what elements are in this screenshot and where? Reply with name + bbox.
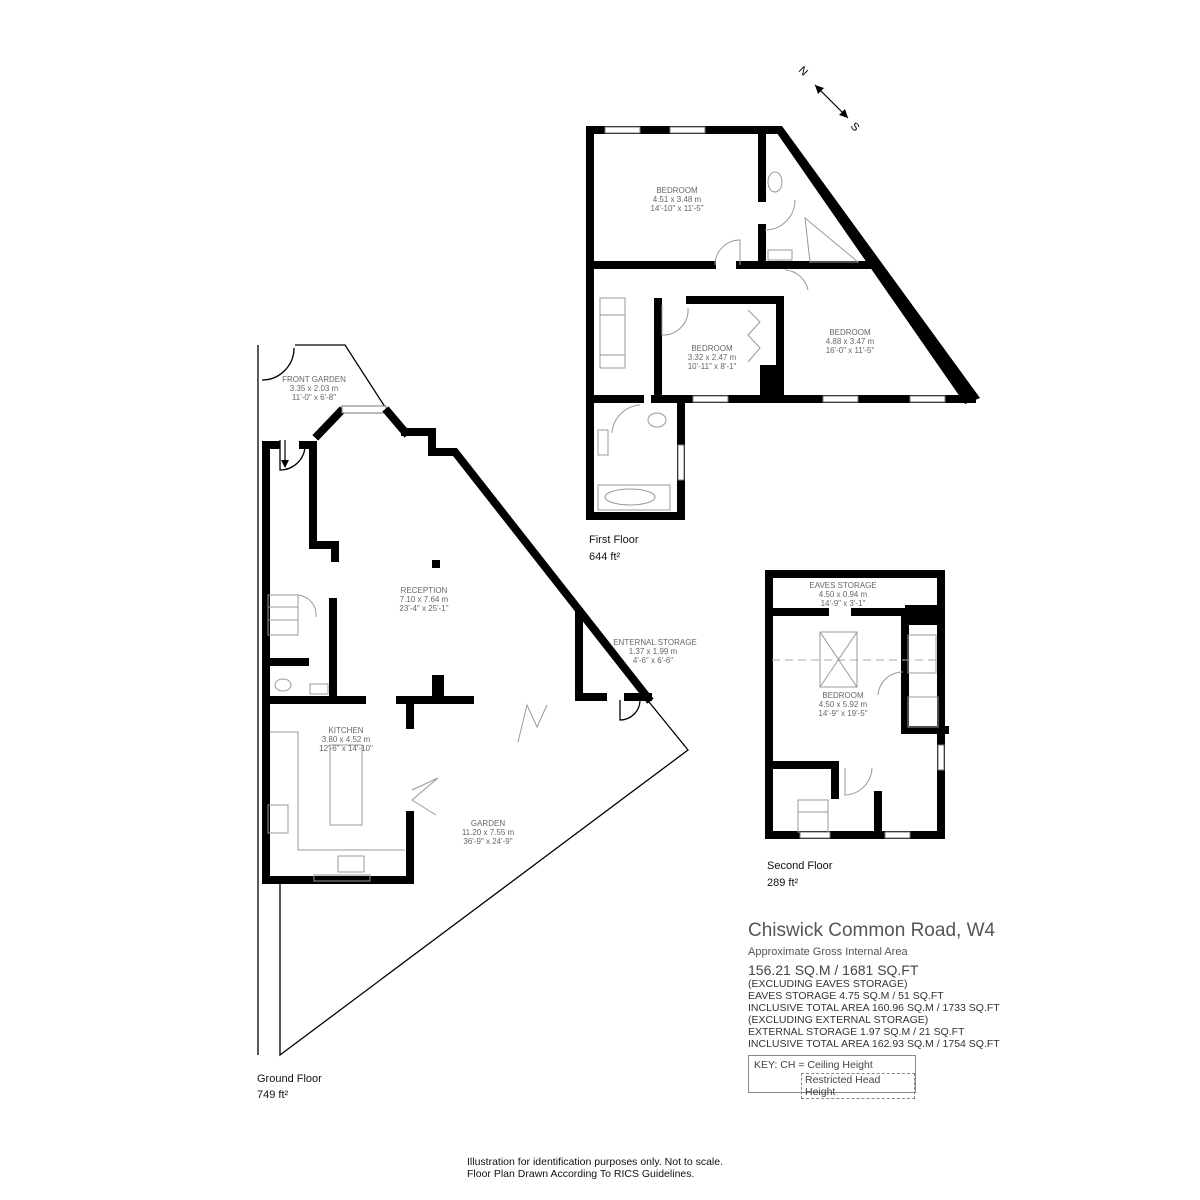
key-box: KEY: CH = Ceiling Height Restricted Head…	[748, 1055, 916, 1099]
svg-text:36'-9" x 24'-9": 36'-9" x 24'-9"	[463, 837, 512, 846]
second-floor-plan: EAVES STORAGE 4.50 x 0.94 m 14'-9" x 3'-…	[765, 570, 949, 889]
second-floor-area: 289 ft²	[767, 877, 799, 889]
svg-text:4.50 x 0.94 m: 4.50 x 0.94 m	[819, 590, 868, 599]
disclaimer-line: Floor Plan Drawn According To RICS Guide…	[467, 1168, 695, 1180]
svg-text:16'-0" x 11'-5": 16'-0" x 11'-5"	[826, 346, 875, 355]
compass-icon: N S	[796, 64, 862, 134]
key-ceiling-height: KEY: CH = Ceiling Height	[754, 1059, 873, 1071]
svg-text:4.51 x 3.48 m: 4.51 x 3.48 m	[653, 195, 702, 204]
svg-text:RECEPTION: RECEPTION	[401, 586, 448, 595]
svg-text:14'-10" x 11'-5": 14'-10" x 11'-5"	[650, 204, 703, 213]
svg-text:3.80 x 4.52 m: 3.80 x 4.52 m	[322, 735, 371, 744]
svg-text:14'-9" x 19'-5": 14'-9" x 19'-5"	[818, 709, 867, 718]
svg-text:KITCHEN: KITCHEN	[328, 726, 363, 735]
svg-text:4.88 x 3.47 m: 4.88 x 3.47 m	[826, 337, 875, 346]
first-floor-label: First Floor	[589, 534, 639, 546]
svg-text:EAVES STORAGE: EAVES STORAGE	[809, 581, 876, 590]
room-label-bedroom-3: BEDROOM 4.88 x 3.47 m 16'-0" x 11'-5"	[826, 328, 875, 355]
svg-text:14'-9" x 3'-1": 14'-9" x 3'-1"	[821, 599, 866, 608]
room-label-bedroom-2: BEDROOM 3.32 x 2.47 m 10'-11" x 8'-1"	[688, 344, 737, 371]
disclaimer: Illustration for identification purposes…	[467, 1156, 723, 1180]
area-subtitle: Approximate Gross Internal Area	[748, 946, 908, 958]
room-label-kitchen: KITCHEN 3.80 x 4.52 m 12'-6" x 14'-10"	[319, 726, 373, 753]
svg-text:ENTERNAL STORAGE: ENTERNAL STORAGE	[613, 638, 697, 647]
room-label-eaves-storage: EAVES STORAGE 4.50 x 0.94 m 14'-9" x 3'-…	[809, 581, 876, 608]
area-line: EXTERNAL STORAGE 1.97 SQ.M / 21 SQ.FT	[748, 1026, 965, 1038]
svg-text:FRONT GARDEN: FRONT GARDEN	[282, 375, 346, 384]
room-label-front-garden: FRONT GARDEN 3.35 x 2.03 m 11'-0" x 6'-8…	[282, 375, 346, 402]
first-floor-plan: BEDROOM 4.51 x 3.48 m 14'-10" x 11'-5" B…	[586, 126, 980, 563]
room-label-reception: RECEPTION 7.10 x 7.64 m 23'-4" x 25'-1"	[399, 586, 448, 613]
compass-north: N	[796, 64, 810, 78]
svg-text:10'-11" x 8'-1": 10'-11" x 8'-1"	[688, 362, 737, 371]
svg-text:4.50 x 5.92 m: 4.50 x 5.92 m	[819, 700, 868, 709]
area-summary: Chiswick Common Road, W4 Approximate Gro…	[748, 920, 1000, 1099]
svg-text:3.32 x 2.47 m: 3.32 x 2.47 m	[688, 353, 737, 362]
total-area: 156.21 SQ.M / 1681 SQ.FT	[748, 962, 919, 978]
svg-text:3.35 x 2.03 m: 3.35 x 2.03 m	[290, 384, 339, 393]
svg-text:12'-6" x 14'-10": 12'-6" x 14'-10"	[319, 744, 373, 753]
room-label-bedroom-1: BEDROOM 4.51 x 3.48 m 14'-10" x 11'-5"	[650, 186, 703, 213]
key-restricted-head-height: Restricted Head Height	[801, 1073, 915, 1099]
svg-text:1.37 x 1.99 m: 1.37 x 1.99 m	[629, 647, 678, 656]
area-line: (EXCLUDING EAVES STORAGE)	[748, 978, 908, 990]
area-line: INCLUSIVE TOTAL AREA 160.96 SQ.M / 1733 …	[748, 1002, 1000, 1014]
svg-text:11'-0" x 6'-8": 11'-0" x 6'-8"	[292, 393, 336, 402]
ground-floor-plan: FRONT GARDEN 3.35 x 2.03 m 11'-0" x 6'-8…	[257, 344, 697, 1101]
room-label-garden: GARDEN 11.20 x 7.55 m 36'-9" x 24'-9"	[462, 819, 515, 846]
svg-text:BEDROOM: BEDROOM	[822, 691, 864, 700]
area-line: EAVES STORAGE 4.75 SQ.M / 51 SQ.FT	[748, 990, 944, 1002]
ground-floor-area: 749 ft²	[257, 1089, 289, 1101]
room-label-second-bedroom: BEDROOM 4.50 x 5.92 m 14'-9" x 19'-5"	[818, 691, 867, 718]
disclaimer-line: Illustration for identification purposes…	[467, 1156, 724, 1168]
svg-text:7.10 x 7.64 m: 7.10 x 7.64 m	[400, 595, 449, 604]
room-label-external-storage: ENTERNAL STORAGE 1.37 x 1.99 m 4'-6" x 6…	[613, 638, 697, 665]
area-line: (EXCLUDING EXTERNAL STORAGE)	[748, 1014, 929, 1026]
svg-text:BEDROOM: BEDROOM	[691, 344, 733, 353]
first-floor-area: 644 ft²	[589, 551, 621, 563]
svg-text:11.20 x 7.55 m: 11.20 x 7.55 m	[462, 828, 515, 837]
svg-text:BEDROOM: BEDROOM	[656, 186, 698, 195]
svg-text:4'-6" x 6'-6": 4'-6" x 6'-6"	[633, 656, 673, 665]
property-title: Chiswick Common Road, W4	[748, 920, 996, 941]
svg-text:23'-4" x 25'-1": 23'-4" x 25'-1"	[399, 604, 448, 613]
second-floor-label: Second Floor	[767, 860, 833, 872]
compass-south: S	[848, 120, 862, 134]
ground-floor-label: Ground Floor	[257, 1073, 322, 1085]
svg-text:GARDEN: GARDEN	[471, 819, 505, 828]
area-line: INCLUSIVE TOTAL AREA 162.93 SQ.M / 1754 …	[748, 1038, 1000, 1050]
svg-text:BEDROOM: BEDROOM	[829, 328, 871, 337]
